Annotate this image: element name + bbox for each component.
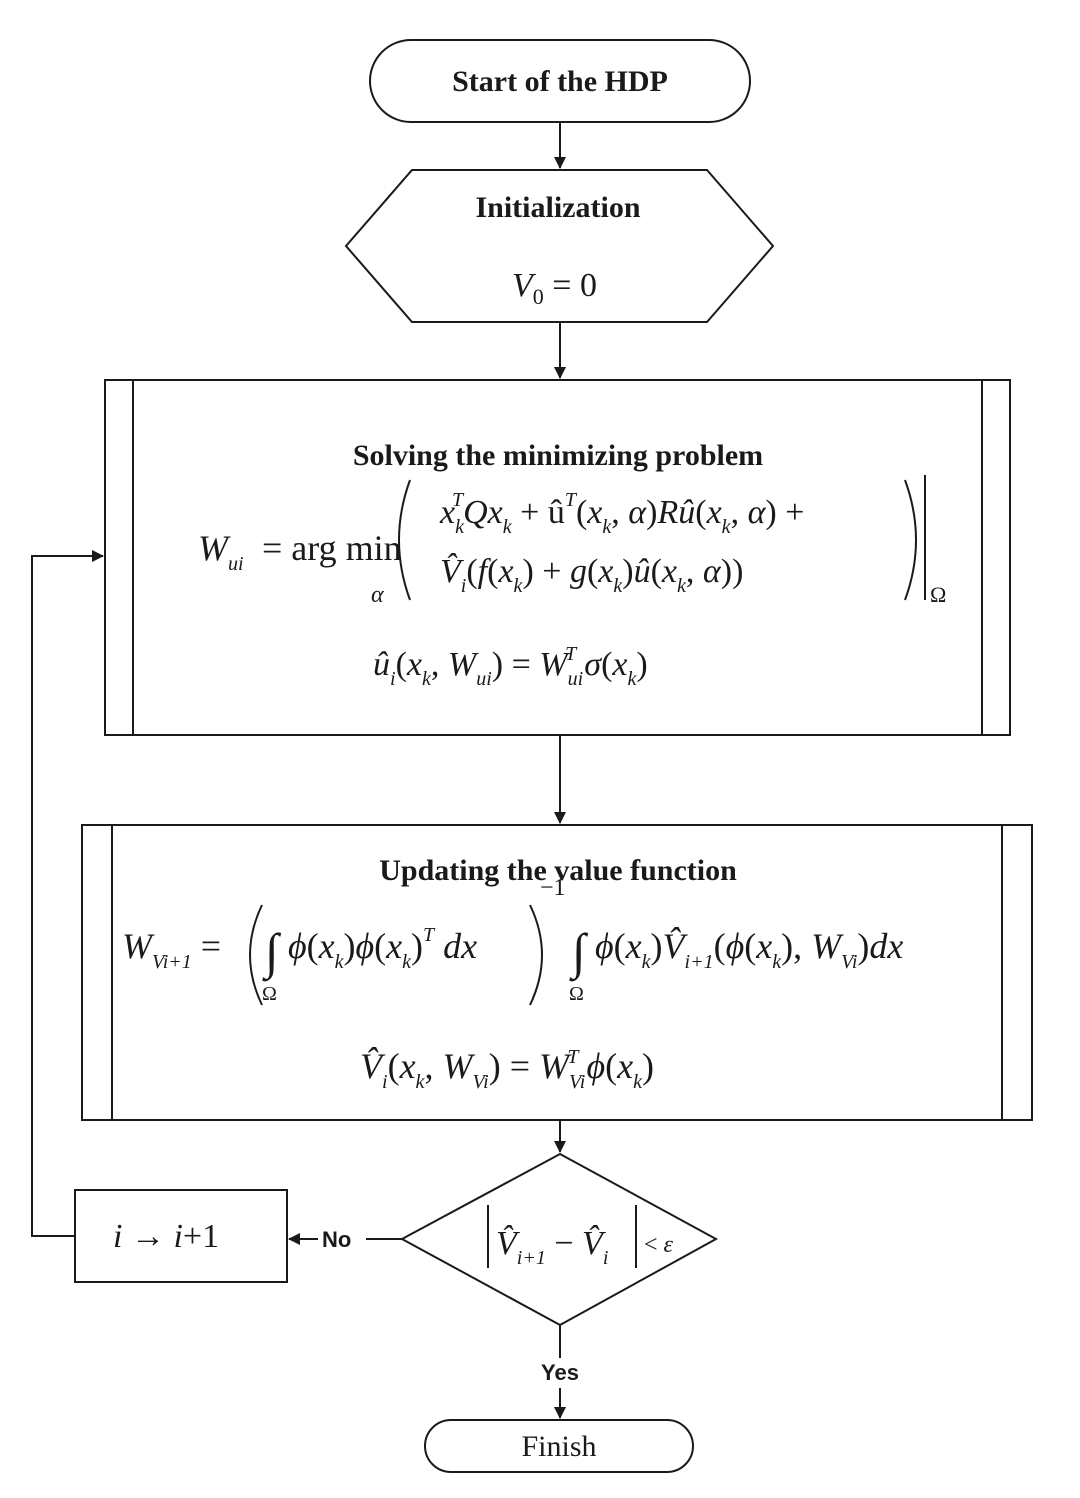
svg-text:∫: ∫ <box>262 923 282 982</box>
start-label: Start of the HDP <box>452 65 668 98</box>
update-title: Updating the value function <box>379 854 737 887</box>
increment-box-shape <box>74 1189 288 1283</box>
minimize-right-paren <box>904 479 917 601</box>
minimize-box-shape <box>104 379 1011 736</box>
init-hexagon-shape <box>344 169 775 323</box>
minimize-title: Solving the minimizing problem <box>353 439 763 472</box>
finish-terminal-shape <box>424 1419 694 1473</box>
svg-text:α: α <box>371 582 384 608</box>
init-title: Initialization <box>475 191 640 224</box>
minimize-left-paren <box>398 479 411 601</box>
svg-text:∫: ∫ <box>569 923 589 982</box>
increment-formula: i → i+1 <box>113 1218 219 1255</box>
svg-text:ϕ(xk)V̂i+1(ϕ(xk), WVi)dx: ϕ(xk)V̂i+1(ϕ(xk), WVi)dx <box>595 926 903 973</box>
svg-text:= arg min: = arg min <box>262 528 402 568</box>
finish-node: Finish <box>424 1419 694 1473</box>
svg-text:xkTQxk + ûT(xk, α)Rû(xk, α) +: xkTQxk + ûT(xk, α)Rû(xk, α) + <box>439 489 804 538</box>
svg-text:Ω: Ω <box>569 983 584 1005</box>
minimize-node: Solving the minimizing problem Wui = arg… <box>104 379 1011 736</box>
init-node: Initialization V0 = 0 <box>344 169 775 323</box>
svg-text:V̂i+1 − V̂i: V̂i+1 − V̂i <box>496 1224 608 1269</box>
check-formula: V̂i+1 − V̂i < ε <box>487 1205 674 1269</box>
update-right-paren <box>529 904 543 1006</box>
start-node: Start of the HDP <box>369 39 751 123</box>
init-formula: V0 = 0 <box>512 267 597 309</box>
svg-text:Ω: Ω <box>262 983 277 1005</box>
finish-label: Finish <box>521 1430 596 1463</box>
svg-text:ϕ(xk)ϕ(xk)T dx: ϕ(xk)ϕ(xk)T dx <box>288 924 477 973</box>
increment-node: i → i+1 <box>74 1189 288 1283</box>
check-node: V̂i+1 − V̂i < ε <box>399 1152 719 1327</box>
edge-loop-back <box>31 550 104 1237</box>
svg-text:V̂i(f(xk) + g(xk)û(xk, α)): V̂i(f(xk) + g(xk)û(xk, α)) <box>440 552 743 597</box>
svg-text:−1: −1 <box>540 875 566 901</box>
update-left-paren <box>249 904 263 1006</box>
update-node: Updating the value function WVi+1 = ∫ Ω … <box>81 824 1033 1121</box>
minimize-formula-main: Wui = arg min α xkTQxk + ûT(xk, α)Rû(xk,… <box>198 475 946 608</box>
svg-text:< ε: < ε <box>644 1232 674 1258</box>
update-formula-main: WVi+1 = ∫ Ω ϕ(xk)ϕ(xk)T dx −1 ∫ Ω ϕ(xk)V… <box>122 875 903 1006</box>
no-label: No <box>322 1227 351 1252</box>
update-box-shape <box>81 824 1033 1121</box>
yes-label: Yes <box>541 1360 579 1385</box>
svg-text:Ω: Ω <box>930 582 946 607</box>
